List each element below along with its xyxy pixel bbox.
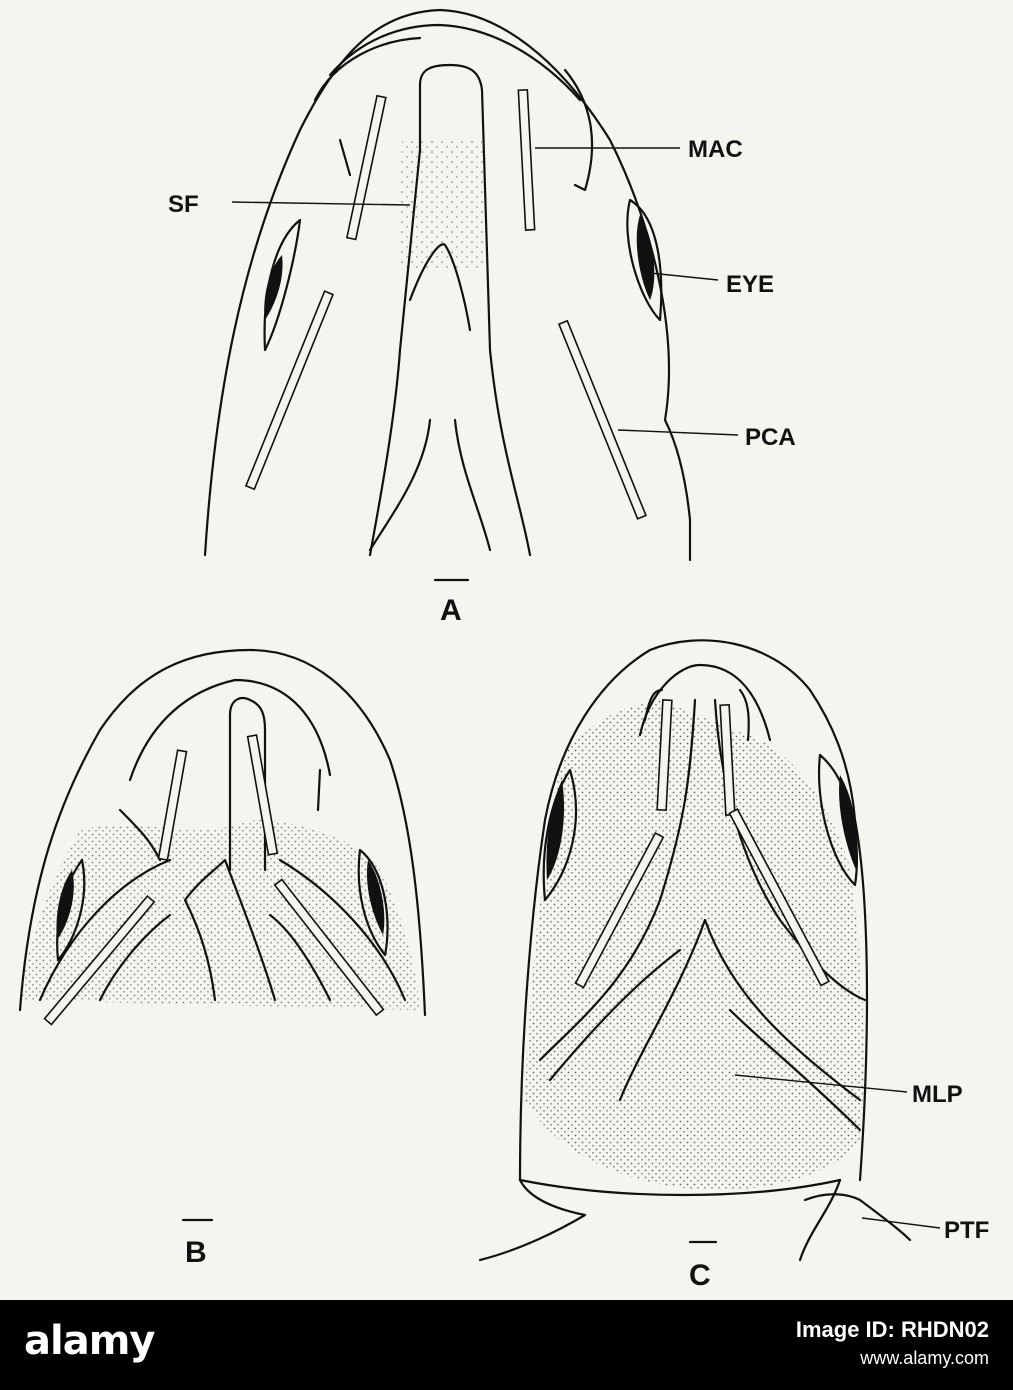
figure-area: SF MAC EYE PCA MLP PTF A B C [18,8,990,1292]
labels: SF MAC EYE PCA MLP PTF A B C [168,136,989,1292]
leader-ptf [861,1217,941,1229]
leader-pca [617,429,739,436]
label-mac: MAC [688,136,743,163]
panel-a-pca-canals [244,290,648,520]
panel-a-eye-left [263,218,302,352]
leader-sf [231,201,411,206]
label-pca: PCA [745,424,796,451]
leader-eye [649,272,719,281]
panel-b-eye-left [56,858,86,962]
panel-label-a: A [440,594,462,627]
brand-logo: alamy [24,1318,155,1364]
panel-c-drawing [478,639,912,1262]
panel-c-canals [574,699,831,989]
panel-b-canals [43,734,385,1026]
label-mlp: MLP [912,1081,963,1108]
panel-c-eye-left [542,768,578,902]
label-sf: SF [168,191,199,218]
label-eye: EYE [726,271,774,298]
head-diagram: SF MAC EYE PCA MLP PTF A B C [18,8,989,1292]
panel-label-b: B [185,1236,207,1269]
panel-b-eye-right [357,848,389,957]
watermark-footer: alamy Image ID: RHDN02 www.alamy.com [0,1300,1013,1390]
image-info: Image ID: RHDN02 www.alamy.com [796,1316,989,1372]
panel-a-stipple-sf [398,140,488,270]
image-id: Image ID: RHDN02 [795,1317,989,1342]
site-url: www.alamy.com [860,1348,989,1368]
panel-a-eye-right [626,198,663,322]
label-ptf: PTF [944,1217,989,1244]
panel-c-eye-right [818,753,858,887]
panel-label-c: C [689,1259,711,1292]
panel-a-drawing [203,8,692,582]
leader-mlp [734,1074,908,1093]
leader-lines [231,147,941,1229]
panel-b-drawing [18,648,427,1222]
